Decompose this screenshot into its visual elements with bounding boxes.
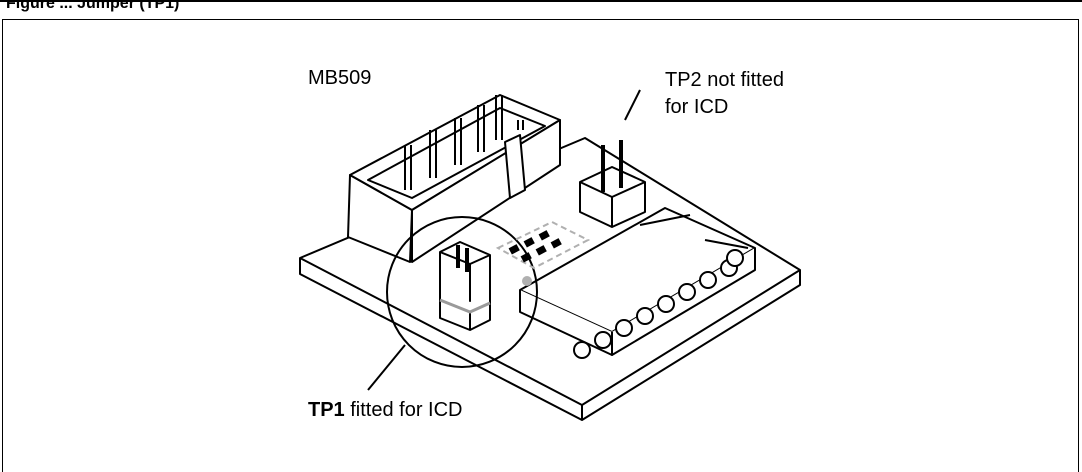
board-label: MB509	[308, 67, 372, 89]
pad-cluster	[495, 220, 591, 270]
tp1-label-bold: TP1	[308, 399, 345, 421]
tp2-label-line2: for ICD	[665, 96, 729, 118]
header-pins	[404, 95, 524, 190]
tp1-leader-line	[367, 344, 406, 391]
tp2-leader-line	[624, 89, 641, 121]
dip-chip	[519, 207, 756, 356]
tp1-label-rest: fitted for ICD	[344, 399, 463, 421]
tp1-jumper	[439, 241, 491, 331]
dip-chip-leads	[573, 249, 744, 359]
tp2-jumper	[579, 140, 646, 228]
figure-title: Figure ... Jumper (TP1)	[6, 0, 180, 12]
pads	[508, 230, 562, 263]
tp1-label: TP1 fitted for ICD	[308, 398, 463, 422]
tp1-highlight-circle	[386, 216, 538, 368]
pad-dot	[522, 276, 532, 286]
top-rule	[0, 0, 1082, 2]
figure-border	[2, 19, 1079, 472]
tp2-label-line1: TP2 not fitted	[665, 69, 784, 91]
header-connector	[347, 94, 561, 263]
